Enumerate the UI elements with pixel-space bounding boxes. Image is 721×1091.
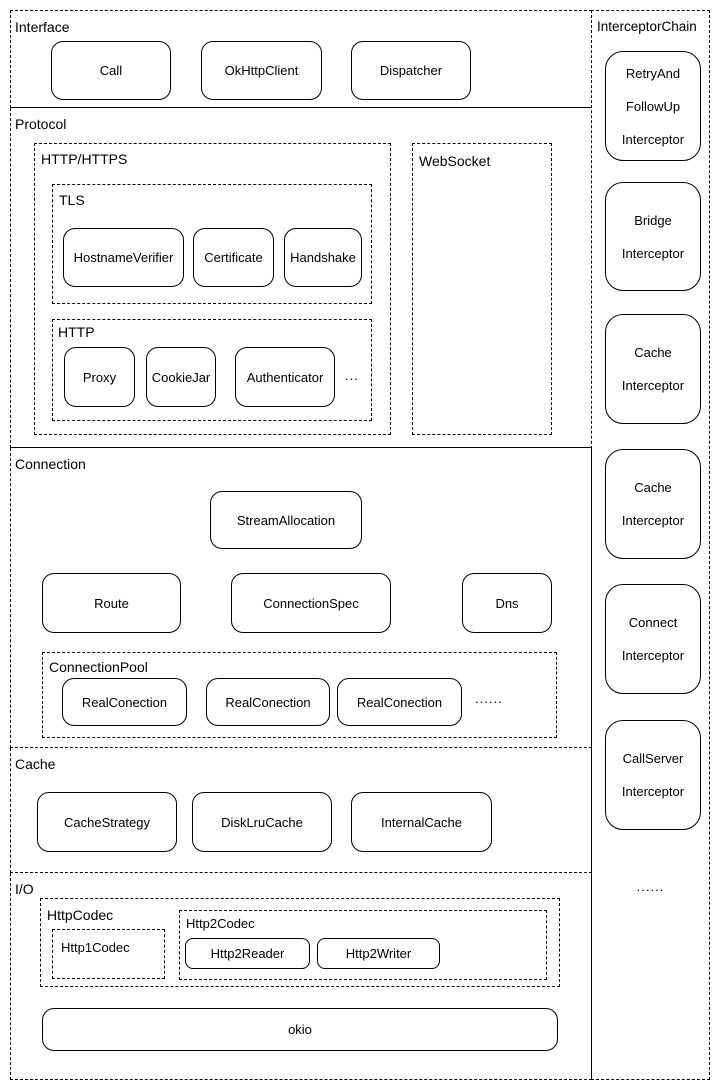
group-websocket-label: WebSocket	[419, 153, 491, 169]
http-ellipsis: ...	[345, 368, 359, 383]
node-streamallocation: StreamAllocation	[210, 491, 362, 549]
node-line: Cache	[634, 345, 672, 360]
node-line: Connect	[628, 615, 678, 630]
section-interface: Interface Call OkHttpClient Dispatcher	[10, 10, 592, 108]
node-line: Bridge	[634, 212, 672, 228]
node-connect-interceptor: Connect Interceptor	[605, 584, 701, 694]
node-disklrucache: DiskLruCache	[192, 792, 332, 852]
node-proxy: Proxy	[64, 347, 135, 407]
node-dispatcher: Dispatcher	[351, 41, 471, 100]
group-http-https-label: HTTP/HTTPS	[41, 151, 128, 167]
node-handshake: Handshake	[284, 228, 362, 287]
node-route: Route	[42, 573, 181, 633]
node-cache-interceptor-1: Cache Interceptor	[605, 314, 701, 424]
node-line: RetryAnd	[625, 65, 681, 81]
group-http-https: HTTP/HTTPS TLS HostnameVerifier Certific…	[34, 143, 391, 435]
node-line: Interceptor	[621, 245, 685, 261]
node-callserver-interceptor: CallServer Interceptor	[605, 720, 701, 830]
node-line: Interceptor	[621, 378, 685, 393]
group-http1codec: Http1Codec	[52, 929, 165, 979]
node-retryandfollowup-interceptor: RetryAnd FollowUp Interceptor	[605, 51, 701, 161]
node-line: Interceptor	[621, 131, 685, 147]
node-connectionspec: ConnectionSpec	[231, 573, 391, 633]
group-websocket: WebSocket	[412, 143, 552, 435]
section-cache-label: Cache	[15, 756, 56, 772]
node-authenticator: Authenticator	[235, 347, 335, 407]
node-cachestrategy: CacheStrategy	[37, 792, 177, 852]
group-connectionpool: ConnectionPool RealConection RealConecti…	[42, 652, 557, 738]
node-realconection-2: RealConection	[206, 678, 330, 726]
group-http2codec-label: Http2Codec	[186, 916, 255, 931]
connectionpool-ellipsis: ......	[475, 691, 503, 706]
group-tls-label: TLS	[59, 192, 85, 208]
section-io-label: I/O	[15, 881, 34, 897]
section-interceptor-chain: InterceptorChain RetryAnd FollowUp Inter…	[591, 10, 710, 1080]
node-call: Call	[51, 41, 171, 100]
section-protocol: Protocol HTTP/HTTPS TLS HostnameVerifier…	[10, 108, 592, 448]
section-connection: Connection StreamAllocation Route Connec…	[10, 448, 592, 748]
group-httpcodec: HttpCodec Http1Codec Http2Codec Http2Rea…	[40, 898, 560, 987]
node-line: CallServer	[622, 751, 684, 766]
group-httpcodec-label: HttpCodec	[47, 907, 114, 923]
group-tls: TLS HostnameVerifier Certificate Handsha…	[52, 184, 372, 304]
node-cache-interceptor-2: Cache Interceptor	[605, 449, 701, 559]
section-io: I/O HttpCodec Http1Codec Http2Codec Http…	[10, 873, 592, 1080]
node-okhttpclient: OkHttpClient	[201, 41, 322, 100]
node-bridge-interceptor: Bridge Interceptor	[605, 182, 701, 291]
node-realconection-1: RealConection	[62, 678, 187, 726]
node-line: Interceptor	[621, 648, 685, 663]
group-http-label: HTTP	[58, 324, 95, 340]
node-line: Interceptor	[621, 784, 685, 799]
node-okio: okio	[42, 1008, 558, 1051]
node-realconection-3: RealConection	[337, 678, 462, 726]
node-line: FollowUp	[625, 98, 681, 114]
node-line: Cache	[634, 480, 672, 495]
interceptor-chain-ellipsis: ......	[636, 879, 665, 894]
node-internalcache: InternalCache	[351, 792, 492, 852]
node-hostnameverifier: HostnameVerifier	[63, 228, 184, 287]
section-interceptor-chain-label: InterceptorChain	[597, 19, 697, 34]
group-http2codec: Http2Codec Http2Reader Http2Writer	[179, 910, 547, 980]
node-http2reader: Http2Reader	[185, 938, 310, 969]
section-cache: Cache CacheStrategy DiskLruCache Interna…	[10, 748, 592, 873]
node-cookiejar: CookieJar	[146, 347, 216, 407]
section-connection-label: Connection	[15, 456, 86, 472]
node-line: Interceptor	[621, 513, 685, 528]
section-interface-label: Interface	[15, 19, 70, 35]
group-http: HTTP Proxy CookieJar Authenticator ...	[52, 319, 372, 421]
group-http1codec-label: Http1Codec	[61, 940, 130, 955]
node-certificate: Certificate	[193, 228, 274, 287]
section-protocol-label: Protocol	[15, 116, 67, 132]
node-dns: Dns	[462, 573, 552, 633]
group-connectionpool-label: ConnectionPool	[49, 659, 148, 675]
node-http2writer: Http2Writer	[317, 938, 440, 969]
